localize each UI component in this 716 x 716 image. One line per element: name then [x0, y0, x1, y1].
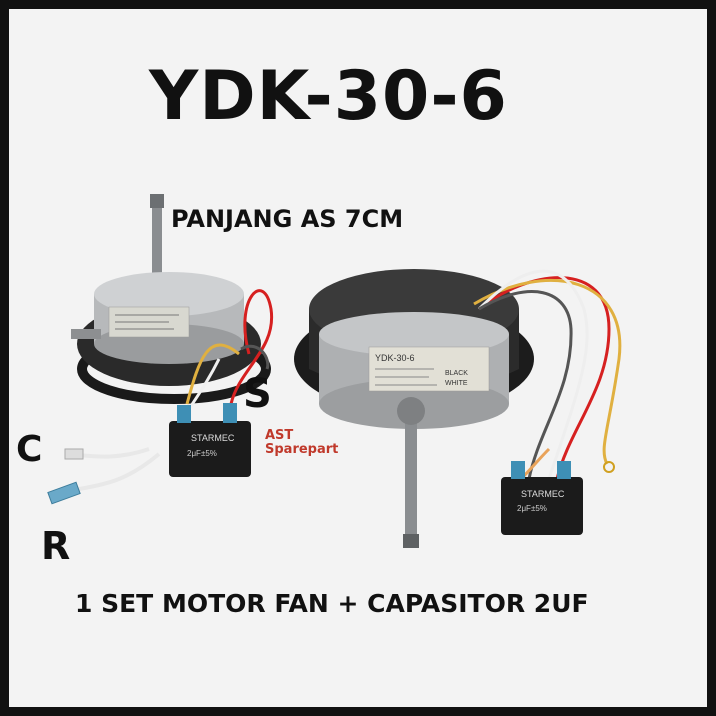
left-capacitor: STARMEC 2μF±5% [169, 403, 251, 477]
watermark-line2: Sparepart [265, 442, 339, 457]
product-photo: STARMEC 2μF±5% YDK-30-6 BLACK WHITE [47, 194, 622, 548]
left-motor-wires [47, 289, 274, 505]
wire-label-s: S [243, 371, 272, 417]
product-image-frame: STARMEC 2μF±5% YDK-30-6 BLACK WHITE [9, 9, 707, 707]
right-capacitor-brand: STARMEC [521, 489, 565, 499]
product-caption: 1 SET MOTOR FAN + CAPASITOR 2UF [75, 589, 589, 618]
motor-plate-wire2: WHITE [445, 380, 468, 387]
right-capacitor-rating: 2μF±5% [517, 504, 547, 513]
right-capacitor: STARMEC 2μF±5% [501, 461, 583, 535]
motor-plate-model: YDK-30-6 [375, 353, 415, 363]
motor-plate-wire1: BLACK [445, 370, 468, 377]
axle-length-label: PANJANG AS 7CM [171, 205, 404, 233]
store-watermark: AST Sparepart [265, 429, 338, 457]
wire-label-r: R [41, 524, 71, 568]
right-motor: YDK-30-6 BLACK WHITE [294, 269, 534, 548]
product-model-title: YDK-30-6 [149, 57, 508, 136]
watermark-line1: AST [265, 428, 294, 443]
left-capacitor-brand: STARMEC [191, 433, 235, 443]
left-capacitor-rating: 2μF±5% [187, 449, 217, 458]
wire-label-c: C [16, 429, 43, 470]
